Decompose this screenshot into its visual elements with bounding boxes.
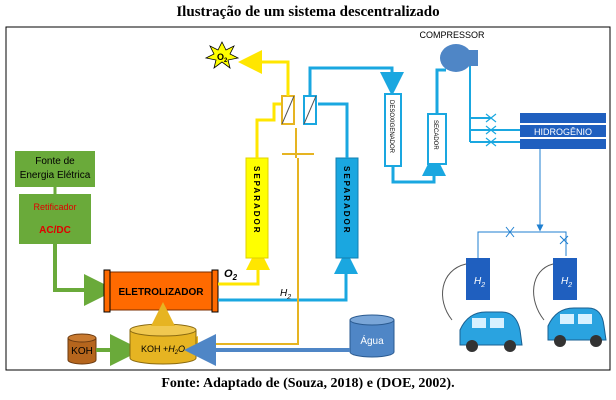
o2-flow-label: O2	[224, 268, 238, 282]
o2-release-label: O2	[217, 52, 228, 64]
storage-tank-3	[520, 139, 606, 149]
dryer-label: SECADOR	[432, 120, 438, 150]
condensate-return-arrow	[182, 158, 299, 352]
deoxidizer-label: DESOXIGENADOR	[388, 100, 394, 154]
dispenser-2-label: H2	[561, 276, 572, 289]
rectifier-label: Retificador	[33, 202, 76, 212]
o2-release-icon	[204, 41, 240, 69]
dispenser-manifold	[477, 231, 567, 258]
rectifier-to-electrolyzer-arrow	[53, 244, 116, 306]
dispenser-1-label: H2	[474, 276, 485, 289]
electrolyzer-left-flange	[103, 269, 111, 313]
dispenser-2	[553, 258, 577, 300]
compressor-label: COMPRESSOR	[419, 30, 485, 40]
h2-flow-label: H2	[280, 288, 291, 301]
rectifier-box	[19, 194, 91, 244]
diagram-frame	[5, 26, 611, 371]
water-label: Água	[360, 334, 384, 347]
koh-water-label: KOH +H2O	[141, 344, 185, 356]
hose-2	[533, 263, 554, 321]
deoxidizer-to-dryer-arrow	[391, 152, 446, 184]
o2-to-separator-arrow	[218, 246, 270, 286]
figure-caption: Fonte: Adaptado de (Souza, 2018) e (DOE,…	[161, 376, 455, 391]
acdc-label: AC/DC	[39, 225, 71, 236]
power-source-label-1: Fonte de	[35, 156, 75, 167]
o2-separator-up-line	[255, 102, 282, 158]
compressor-outlet	[462, 50, 478, 66]
h2-to-deoxidizer-arrow	[308, 66, 404, 96]
o2-vent-arrow	[238, 50, 290, 96]
hydrogen-storage-label: HIDROGÊNIO	[534, 127, 592, 137]
car-1-icon	[459, 311, 523, 352]
valve-icon	[485, 125, 497, 135]
storage-tank-2	[520, 125, 606, 137]
koh-label: KOH	[71, 346, 93, 357]
valve-icon	[505, 226, 515, 238]
h2-separator-label: SEPARADOR	[342, 166, 351, 235]
h2-to-separator-arrow	[218, 250, 358, 302]
water-tank	[349, 320, 395, 358]
power-source-box	[15, 151, 95, 187]
storage-tank-1	[520, 113, 606, 123]
electrolyzer-box	[105, 271, 217, 311]
h2-separator-up-line	[318, 102, 349, 158]
dryer-to-compressor-line	[435, 68, 446, 114]
electrolyzer-label: ELETROLIZADOR	[119, 287, 205, 298]
power-source-label-2: Energia Elétrica	[20, 170, 91, 181]
dispenser-1	[466, 258, 490, 300]
hose-1	[442, 263, 467, 321]
electrolyzer-right-flange	[211, 269, 219, 313]
car-2-icon	[547, 307, 607, 347]
compressor-to-storage-line	[469, 66, 490, 119]
diagram-title: Ilustração de um sistema descentralizado	[176, 4, 440, 20]
koh-tank	[67, 338, 97, 365]
valve-icon	[559, 235, 569, 245]
valve-icon	[485, 137, 497, 147]
valve-icon	[485, 113, 497, 123]
o2-separator-label: SEPARADOR	[252, 166, 261, 235]
